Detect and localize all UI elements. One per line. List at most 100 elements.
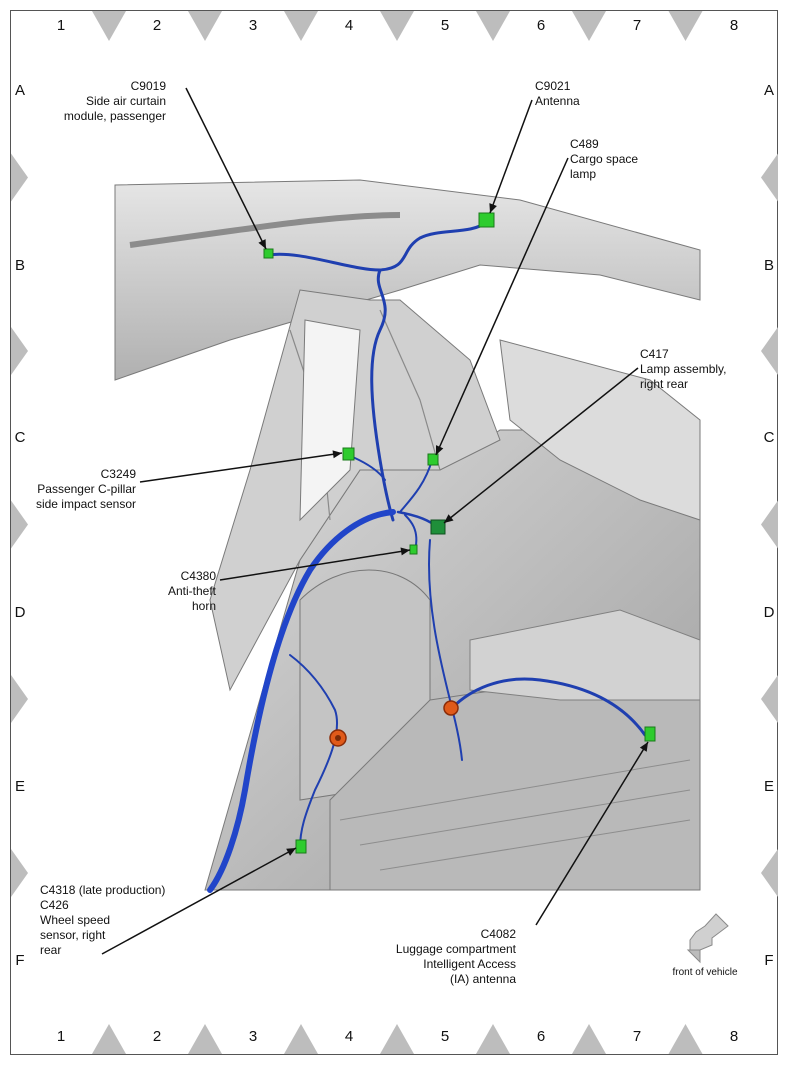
grid-column-label-top: 6 <box>537 17 545 34</box>
grid-row-label-right: B <box>764 257 774 274</box>
connector-c9019 <box>263 248 274 259</box>
leader-arrowhead-c4380 <box>400 547 410 556</box>
grid-marker-top <box>572 11 606 41</box>
grid-marker-right <box>761 500 778 549</box>
grid-marker-bottom <box>92 1024 126 1054</box>
grid-marker-bottom <box>476 1024 510 1054</box>
callout-description: C426 <box>40 898 69 912</box>
grid-marker-left <box>11 327 28 375</box>
callout-code: C3249 <box>101 467 137 481</box>
callout-code: C417 <box>640 347 669 361</box>
front-arrow-icon <box>689 913 729 951</box>
grid-marker-top <box>284 11 318 41</box>
callout-description: lamp <box>570 167 596 181</box>
grid-row-label-right: A <box>764 82 774 99</box>
callout-description: Passenger C-pillar <box>37 482 136 496</box>
grid-marker-right <box>761 675 778 723</box>
grid-row-label-right: C <box>764 429 775 446</box>
grid-row-label-right: D <box>764 604 775 621</box>
grid-column-label-top: 3 <box>249 17 257 34</box>
grid-marker-top <box>668 11 703 41</box>
callout-code: C9021 <box>535 79 571 93</box>
callout-description: Luggage compartment <box>396 942 517 956</box>
grid-row-label-left: C <box>15 429 26 446</box>
front-of-vehicle-label: front of vehicle <box>672 967 737 978</box>
grid-marker-right <box>761 327 778 375</box>
grid-column-label-top: 8 <box>730 17 738 34</box>
grid-marker-bottom <box>668 1024 703 1054</box>
grid-marker-top <box>92 11 126 41</box>
callout-description: Intelligent Access <box>423 957 516 971</box>
grid-marker-left <box>11 500 28 549</box>
grid-marker-bottom <box>188 1024 222 1054</box>
grid-marker-bottom <box>284 1024 318 1054</box>
grid-column-label-bottom: 6 <box>537 1028 545 1045</box>
callout-description: Cargo space <box>570 152 638 166</box>
grid-marker-bottom <box>572 1024 606 1054</box>
connectors <box>263 212 656 854</box>
grid-row-label-left: A <box>15 82 25 99</box>
callout-description: Lamp assembly, <box>640 362 726 376</box>
callout-description: right rear <box>640 377 688 391</box>
grid-column-label-bottom: 7 <box>633 1028 641 1045</box>
leader-arrowhead-c9019 <box>258 239 266 249</box>
connector-c417 <box>430 519 446 535</box>
leader-line-c4082 <box>535 741 649 926</box>
connector-c489 <box>427 453 439 466</box>
grid-column-label-bottom: 2 <box>153 1028 161 1045</box>
grid-marker-bottom <box>380 1024 414 1054</box>
leader-line-c4318 <box>101 847 297 955</box>
leader-arrowhead-c417 <box>444 514 454 523</box>
grid-column-label-top: 2 <box>153 17 161 34</box>
grid-markers <box>11 11 778 1054</box>
grid-row-label-right: F <box>764 952 773 969</box>
callout-code: C4318 (late production) <box>40 883 165 897</box>
leader-line-c3249 <box>139 452 343 483</box>
callout-description: horn <box>192 599 216 613</box>
callout-description: Side air curtain <box>86 94 166 108</box>
grommets <box>329 700 459 747</box>
connector-c4380 <box>409 544 418 555</box>
grid-column-label-bottom: 4 <box>345 1028 353 1045</box>
grid-marker-left <box>11 675 28 723</box>
grid-column-label-bottom: 3 <box>249 1028 257 1045</box>
callout-code: C4082 <box>481 927 517 941</box>
callout-description: (IA) antenna <box>450 972 516 986</box>
grid-column-label-top: 5 <box>441 17 449 34</box>
grid-column-label-bottom: 5 <box>441 1028 449 1045</box>
leader-line-c417 <box>443 367 639 524</box>
grid-row-label-right: E <box>764 778 774 795</box>
callout-description: Antenna <box>535 94 580 108</box>
leader-arrowhead-c4082 <box>639 742 648 752</box>
connector-c4318 <box>295 839 307 854</box>
grid-column-label-top: 1 <box>57 17 65 34</box>
callout-description: rear <box>40 943 61 957</box>
leader-line-c9021 <box>489 99 533 214</box>
leader-line-c9019 <box>185 87 267 250</box>
grid-marker-top <box>476 11 510 41</box>
callout-leaders <box>101 87 649 955</box>
grid-row-label-left: E <box>15 778 25 795</box>
grid-marker-top <box>188 11 222 41</box>
grid-marker-top <box>380 11 414 41</box>
grid-row-label-left: F <box>15 952 24 969</box>
grid-marker-right <box>761 849 778 897</box>
grid-row-label-left: B <box>15 257 25 274</box>
connector-c4082 <box>644 726 656 742</box>
grid-marker-left <box>11 153 28 202</box>
grid-marker-left <box>11 849 28 897</box>
grid-row-label-left: D <box>15 604 26 621</box>
callout-description: side impact sensor <box>36 497 136 511</box>
callout-code: C4380 <box>181 569 217 583</box>
leader-arrowhead-c4318 <box>286 848 296 856</box>
callout-description: module, passenger <box>64 109 166 123</box>
callout-description: Wheel speed <box>40 913 110 927</box>
